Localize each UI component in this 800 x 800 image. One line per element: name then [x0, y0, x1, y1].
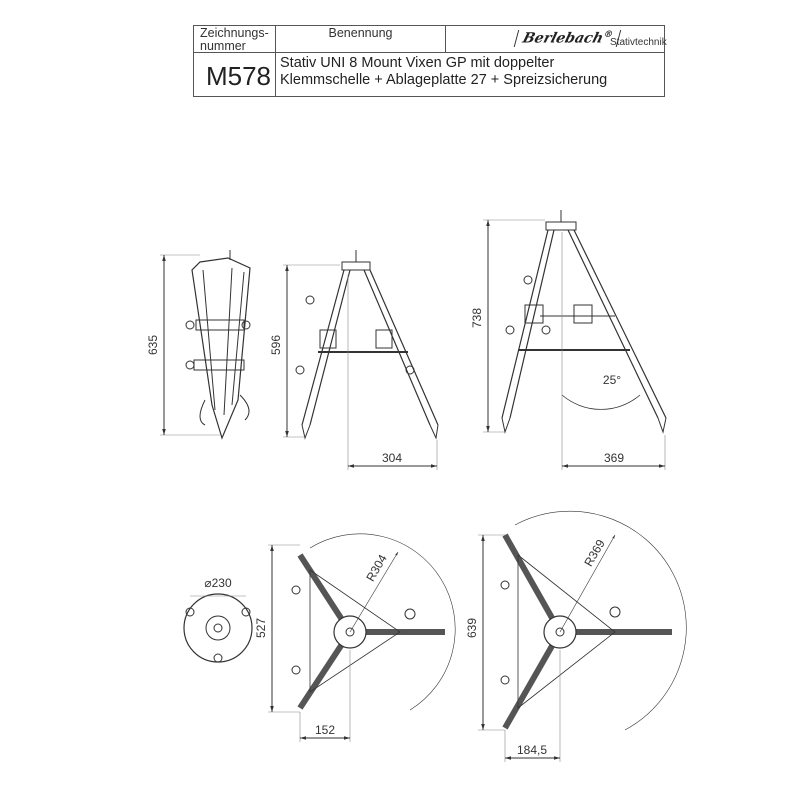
drawing-number-label: Zeichnungs- nummer	[194, 26, 276, 53]
title-block: Zeichnungs- nummer Benennung Berlebach® …	[193, 25, 667, 97]
dim-max-footprint: 639	[465, 618, 479, 638]
max-footprint-top-view	[478, 510, 687, 762]
label-line1: Zeichnungs-	[200, 26, 269, 40]
dim-min-height: 596	[269, 335, 283, 355]
dim-min-footprint: 527	[254, 618, 268, 638]
description-line1: Stativ UNI 8 Mount Vixen GP mit doppelte…	[280, 55, 555, 71]
brand-subtitle: Stativtechnik	[610, 37, 667, 48]
dim-max-offset: 184,5	[517, 743, 547, 757]
dim-leg-angle: 25°	[603, 373, 621, 387]
label-line2: nummer	[200, 39, 246, 53]
designation-label: Benennung	[276, 26, 446, 53]
dim-min-spread: 304	[382, 451, 402, 465]
drawing-number: M578	[194, 53, 276, 97]
dim-max-spread: 369	[604, 451, 624, 465]
folded-top-view	[183, 593, 253, 663]
dim-folded-diameter: ⌀230	[204, 576, 232, 590]
dim-min-offset: 152	[315, 723, 335, 737]
dim-max-radius: R369	[581, 537, 608, 569]
min-height-tripod-view	[283, 250, 439, 470]
dim-max-height: 738	[470, 308, 484, 328]
description: Stativ UNI 8 Mount Vixen GP mit doppelte…	[280, 55, 664, 89]
dim-folded-height: 635	[146, 335, 160, 355]
brand-logo: Berlebach® Stativtechnik	[446, 26, 667, 53]
description-line2: Klemmschelle + Ablageplatte 27 + Spreizs…	[280, 72, 608, 88]
min-footprint-top-view	[268, 533, 456, 742]
folded-tripod-view	[160, 250, 251, 440]
max-height-tripod-view	[483, 210, 667, 470]
dim-min-radius: R304	[363, 552, 390, 584]
